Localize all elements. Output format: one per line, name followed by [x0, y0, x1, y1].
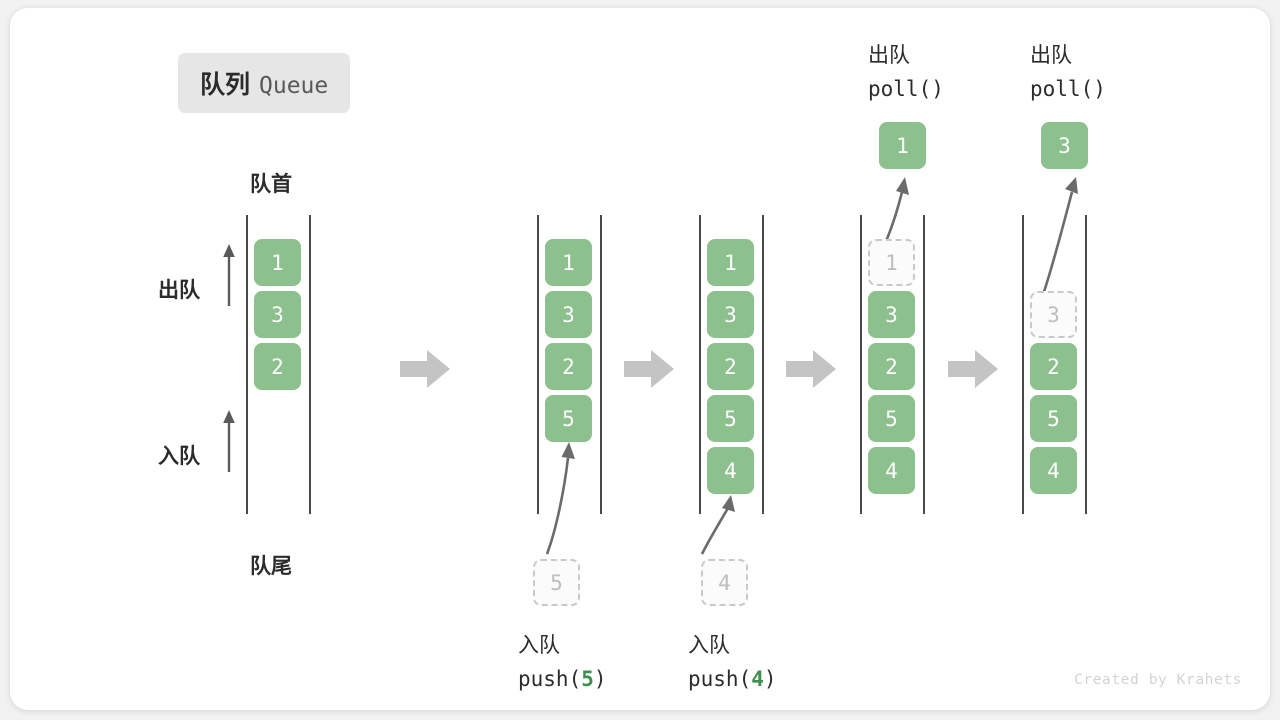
push-5-fn-post: ) [593, 667, 607, 692]
push-5-fn-pre: push( [518, 667, 582, 692]
outgoing-element-ghost: 1 [868, 239, 915, 286]
queue-rail-left-2 [537, 215, 539, 514]
push-4-fn-pre: push( [688, 667, 752, 692]
flow-arrow-icon [948, 350, 998, 388]
queue-rail-left-3 [699, 215, 701, 514]
dequeue-curved-arrow [1040, 177, 1078, 299]
push-5-caption: 入队 push(5) [518, 628, 607, 696]
queue-rail-right-3 [762, 215, 764, 514]
queue-rail-right-4 [923, 215, 925, 514]
dequeue-direction-label: 出队 [158, 278, 200, 302]
enqueue-direction-arrow [223, 410, 235, 472]
watermark: Created by Krahets [1074, 672, 1242, 688]
poll-3-header-fn: poll() [1030, 77, 1106, 102]
enqueue-curved-arrow [700, 495, 735, 555]
enqueue-curved-arrow [545, 442, 575, 555]
push-5-fn-value: 5 [581, 667, 594, 692]
title-badge: 队列 Queue [178, 53, 351, 113]
incoming-element-ghost: 5 [533, 559, 580, 606]
queue-rail-right-5 [1085, 215, 1087, 514]
queue-cell: 1 [254, 239, 301, 286]
dequeued-element: 1 [879, 122, 926, 169]
queue-tail-label: 队尾 [250, 554, 292, 578]
queue-cell: 3 [545, 291, 592, 338]
queue-cell: 4 [868, 447, 915, 494]
poll-1-header-cn: 出队 [868, 43, 910, 67]
queue-cell-new: 5 [545, 395, 592, 442]
poll-3-header: 出队 poll() [1030, 38, 1106, 106]
dequeue-curved-arrow [882, 177, 909, 247]
queue-rail-left-4 [860, 215, 862, 514]
queue-rail-right-1 [309, 215, 311, 514]
push-4-caption-cn: 入队 [688, 633, 730, 657]
queue-rail-right-2 [600, 215, 602, 514]
diagram-card: 队列 Queue 队首 1 3 2 出队 入队 队尾 1 3 2 5 5 入队 … [10, 8, 1270, 710]
queue-cell: 4 [1030, 447, 1077, 494]
title-en: Queue [259, 73, 329, 99]
queue-cell: 2 [707, 343, 754, 390]
outgoing-element-ghost: 3 [1030, 291, 1077, 338]
queue-cell: 2 [1030, 343, 1077, 390]
poll-3-header-cn: 出队 [1030, 43, 1072, 67]
queue-cell: 1 [707, 239, 754, 286]
queue-cell: 3 [707, 291, 754, 338]
queue-cell: 5 [1030, 395, 1077, 442]
push-4-fn-value: 4 [751, 667, 764, 692]
queue-cell: 3 [254, 291, 301, 338]
flow-arrow-icon [400, 350, 450, 388]
queue-head-label: 队首 [250, 172, 292, 196]
enqueue-direction-label: 入队 [158, 444, 200, 468]
dequeued-element: 3 [1041, 122, 1088, 169]
flow-arrow-icon [624, 350, 674, 388]
queue-cell: 1 [545, 239, 592, 286]
queue-rail-left-5 [1022, 215, 1024, 514]
push-5-caption-cn: 入队 [518, 633, 560, 657]
queue-cell: 2 [254, 343, 301, 390]
dequeue-direction-arrow [223, 244, 235, 306]
queue-cell: 2 [545, 343, 592, 390]
push-4-fn-post: ) [763, 667, 777, 692]
queue-cell-new: 4 [707, 447, 754, 494]
queue-rail-left-1 [246, 215, 248, 514]
poll-1-header-fn: poll() [868, 77, 944, 102]
incoming-element-ghost: 4 [701, 559, 748, 606]
flow-arrow-icon [786, 350, 836, 388]
queue-cell: 3 [868, 291, 915, 338]
queue-cell: 5 [707, 395, 754, 442]
poll-1-header: 出队 poll() [868, 38, 944, 106]
queue-cell: 2 [868, 343, 915, 390]
queue-cell: 5 [868, 395, 915, 442]
push-4-caption: 入队 push(4) [688, 628, 777, 696]
title-cn: 队列 [200, 70, 251, 99]
